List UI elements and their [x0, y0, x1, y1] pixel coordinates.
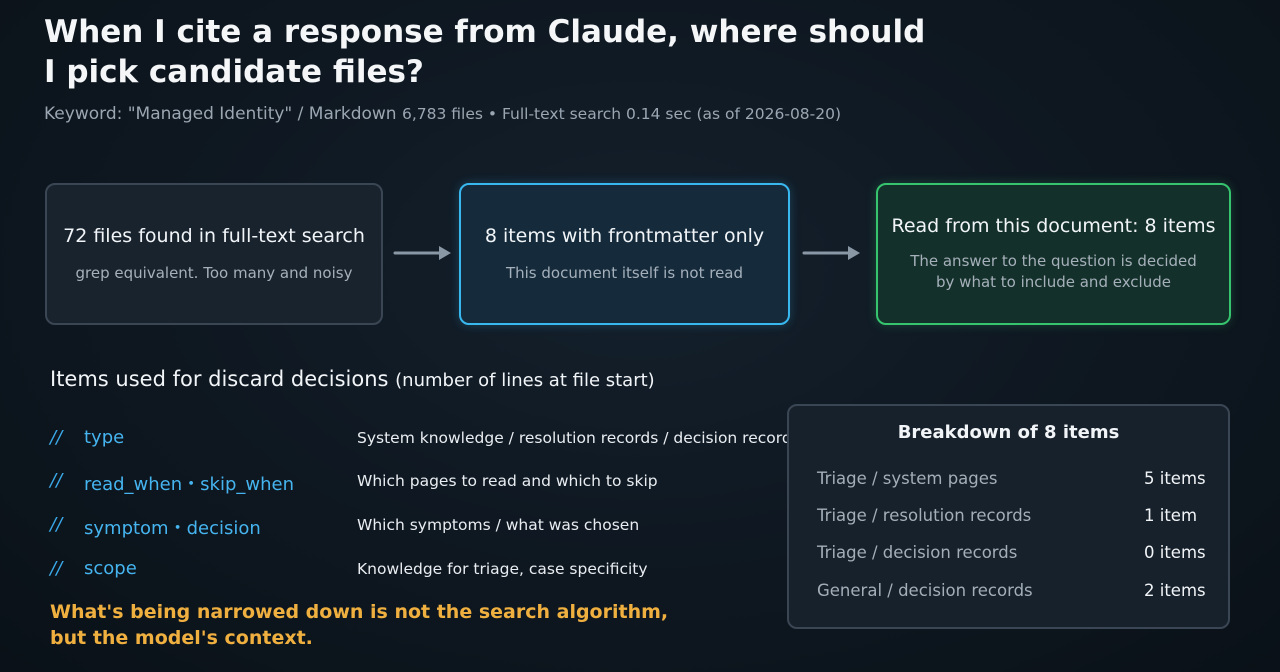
breakdown-row: General / decision records 2 items [817, 581, 1206, 605]
page-title: When I cite a response from Claude, wher… [44, 14, 926, 90]
comment-slash: // [50, 514, 63, 535]
page-subtitle: Keyword: "Managed Identity" / Markdown 6… [44, 104, 1144, 124]
item-description: Which symptoms / what was chosen [357, 516, 640, 534]
breakdown-label: Triage / system pages [817, 469, 998, 488]
items-section-heading: Items used for discard decisions [50, 367, 389, 391]
breakdown-count: 5 items [1144, 469, 1206, 488]
breakdown-count: 1 item [1144, 506, 1198, 525]
comment-slash: // [50, 427, 63, 448]
breakdown-row: Triage / resolution records 1 item [817, 506, 1201, 530]
list-item: // read_when・skip_when Which pages to re… [50, 470, 750, 498]
right-arrow-icon [393, 246, 451, 260]
items-section-paren: (number of lines at file start) [395, 370, 655, 391]
note-line: but the model's context. [50, 627, 313, 649]
breakdown-count: 0 items [1144, 543, 1206, 562]
flow-box-title: 8 items with frontmatter only [484, 224, 765, 247]
flow-box-caption: grep equivalent. Too many and noisy [75, 263, 353, 282]
flow-box-caption: The answer to the question is decided by… [910, 252, 1197, 291]
item-key: scope [84, 558, 137, 579]
highlight-note: What's being narrowed down is not the se… [50, 599, 700, 651]
item-key: symptom・decision [84, 518, 261, 539]
flow-box-caption: This document itself is not read [505, 263, 744, 282]
item-description: System knowledge / resolution records / … [357, 429, 800, 447]
item-key: type [84, 427, 125, 448]
list-item: // scope Knowledge for triage, case spec… [50, 558, 750, 586]
comment-slash: // [50, 470, 63, 491]
flow-box-title: 72 files found in full-text search [63, 224, 365, 247]
flow-box-title: Read from this document: 8 items [891, 215, 1216, 237]
breakdown-label: General / decision records [817, 581, 1033, 600]
breakdown-label: Triage / decision records [817, 543, 1018, 562]
comment-slash: // [50, 558, 63, 579]
breakdown-title: Breakdown of 8 items [897, 422, 1120, 443]
flow-box-full-text-search: 72 files found in full-text search grep … [45, 183, 383, 325]
item-key: read_when・skip_when [84, 474, 294, 495]
breakdown-label: Triage / resolution records [817, 506, 1032, 525]
item-description: Knowledge for triage, case specificity [357, 560, 648, 578]
item-description: Which pages to read and which to skip [357, 472, 658, 490]
breakdown-row: Triage / decision records 0 items [817, 543, 1206, 567]
breakdown-panel: Breakdown of 8 items Triage / system pag… [787, 404, 1230, 629]
list-item: // symptom・decision Which symptoms / wha… [50, 514, 750, 542]
right-arrow-icon [802, 246, 860, 260]
note-line: What's being narrowed down is not the se… [50, 601, 669, 623]
subtitle-meta: 6,783 files • Full-text search 0.14 sec … [401, 105, 842, 123]
list-item: // type System knowledge / resolution re… [50, 427, 800, 455]
items-section-title: Items used for discard decisions (number… [50, 367, 655, 391]
flow-box-read-documents: Read from this document: 8 items The ans… [876, 183, 1231, 325]
subtitle-keyword: Keyword: "Managed Identity" / Markdown [44, 104, 397, 124]
flow-box-frontmatter: 8 items with frontmatter only This docum… [459, 183, 790, 325]
breakdown-row: Triage / system pages 5 items [817, 469, 1206, 493]
breakdown-count: 2 items [1144, 581, 1206, 600]
